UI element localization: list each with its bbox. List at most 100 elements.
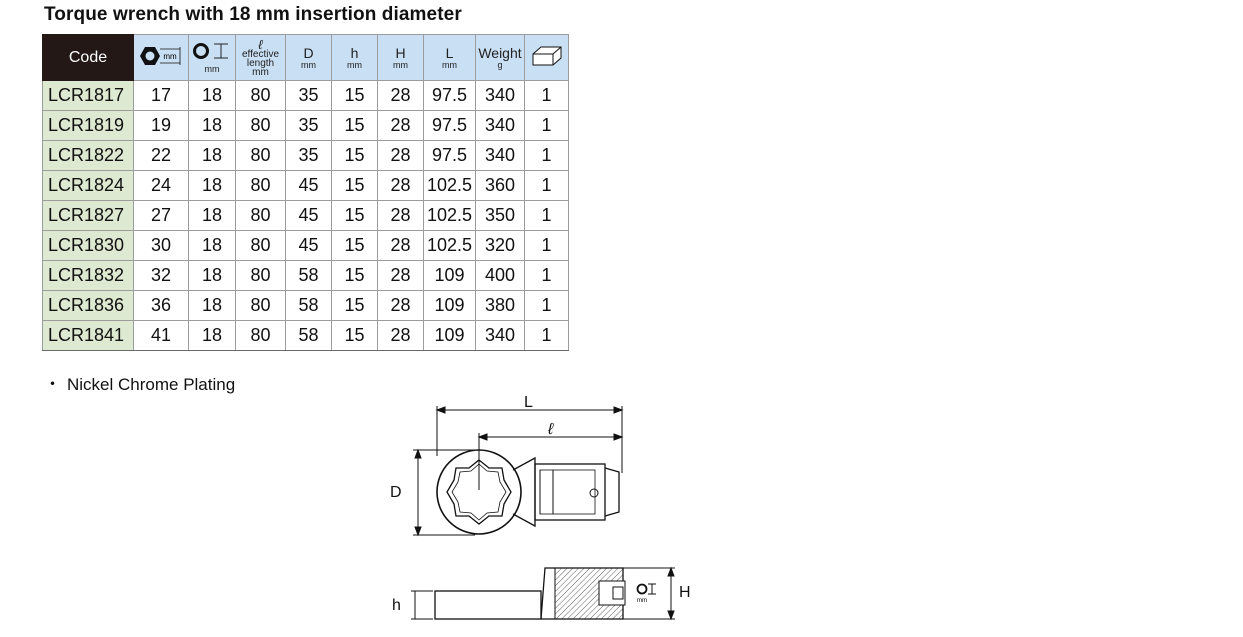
value-cell: 28: [377, 260, 424, 291]
table-header-row: Code mm mm: [42, 34, 569, 81]
value-cell: 18: [188, 290, 236, 321]
value-cell: 1: [524, 170, 569, 201]
note: ・Nickel Chrome Plating: [44, 370, 235, 395]
header-insertion-diameter: mm: [188, 34, 236, 81]
label-h-small: h: [392, 597, 401, 614]
value-cell: 19: [133, 110, 189, 141]
package-box-icon: [532, 46, 561, 65]
code-cell: LCR1836: [42, 290, 134, 321]
value-cell: 15: [331, 80, 378, 111]
value-cell: 109: [423, 320, 476, 351]
value-cell: 17: [133, 80, 189, 111]
ell-symbol: ℓ: [258, 36, 263, 52]
header-effective-length: ℓ effective length mm: [235, 34, 286, 81]
value-cell: 360: [475, 170, 525, 201]
value-cell: 80: [235, 230, 286, 261]
value-cell: 22: [133, 140, 189, 171]
value-cell: 28: [377, 110, 424, 141]
hex-unit: mm: [163, 52, 177, 61]
header-code: Code: [42, 34, 134, 81]
value-cell: 102.5: [423, 170, 476, 201]
value-cell: 15: [331, 320, 378, 351]
code-cell: LCR1841: [42, 320, 134, 351]
value-cell: 1: [524, 200, 569, 231]
page-title: Torque wrench with 18 mm insertion diame…: [44, 4, 462, 25]
value-cell: 1: [524, 320, 569, 351]
value-cell: 58: [285, 320, 332, 351]
diagram-unit: mm: [637, 598, 647, 604]
code-cell: LCR1817: [42, 80, 134, 111]
value-cell: 58: [285, 260, 332, 291]
value-cell: 97.5: [423, 110, 476, 141]
value-cell: 18: [188, 80, 236, 111]
effective-text: effective: [241, 48, 280, 60]
value-cell: 80: [235, 140, 286, 171]
code-cell: LCR1819: [42, 110, 134, 141]
value-cell: 28: [377, 320, 424, 351]
value-cell: 35: [285, 80, 332, 111]
length-text: length: [246, 57, 275, 69]
value-cell: 15: [331, 290, 378, 321]
value-cell: 15: [331, 200, 378, 231]
value-cell: 15: [331, 110, 378, 141]
value-cell: 80: [235, 290, 286, 321]
wrench-diagram: mm: [411, 406, 675, 621]
value-cell: 1: [524, 230, 569, 261]
value-cell: 340: [475, 80, 525, 111]
note-bullet: ・: [44, 375, 61, 394]
value-cell: 15: [331, 170, 378, 201]
value-cell: 15: [331, 140, 378, 171]
value-cell: 32: [133, 260, 189, 291]
hex-socket-icon: mm: [140, 46, 181, 65]
value-cell: 80: [235, 110, 286, 141]
value-cell: 45: [285, 230, 332, 261]
insertion-tool-icon: [193, 42, 228, 59]
spec-table: Code mm mm: [42, 34, 569, 351]
value-cell: 350: [475, 200, 525, 231]
value-cell: 1: [524, 140, 569, 171]
value-cell: 28: [377, 140, 424, 171]
value-cell: 28: [377, 80, 424, 111]
code-cell: LCR1824: [42, 170, 134, 201]
value-cell: 109: [423, 260, 476, 291]
value-cell: 18: [188, 260, 236, 291]
value-cell: 97.5: [423, 140, 476, 171]
value-cell: 109: [423, 290, 476, 321]
value-cell: 80: [235, 80, 286, 111]
value-cell: 18: [188, 200, 236, 231]
header-package: [524, 34, 569, 81]
label-l-effective: ℓ: [548, 421, 554, 438]
code-cell: LCR1822: [42, 140, 134, 171]
value-cell: 97.5: [423, 80, 476, 111]
value-cell: 18: [188, 170, 236, 201]
value-cell: 1: [524, 110, 569, 141]
value-cell: 27: [133, 200, 189, 231]
value-cell: 35: [285, 140, 332, 171]
value-cell: 28: [377, 200, 424, 231]
label-h-large: H: [679, 584, 691, 601]
value-cell: 18: [188, 110, 236, 141]
value-cell: 28: [377, 230, 424, 261]
value-cell: 320: [475, 230, 525, 261]
value-cell: 340: [475, 320, 525, 351]
value-cell: 18: [188, 230, 236, 261]
value-cell: 28: [377, 170, 424, 201]
value-cell: 340: [475, 140, 525, 171]
value-cell: 45: [285, 200, 332, 231]
value-cell: 80: [235, 200, 286, 231]
value-cell: 15: [331, 260, 378, 291]
value-cell: 80: [235, 320, 286, 351]
value-cell: 80: [235, 260, 286, 291]
value-cell: 41: [133, 320, 189, 351]
value-cell: 35: [285, 110, 332, 141]
